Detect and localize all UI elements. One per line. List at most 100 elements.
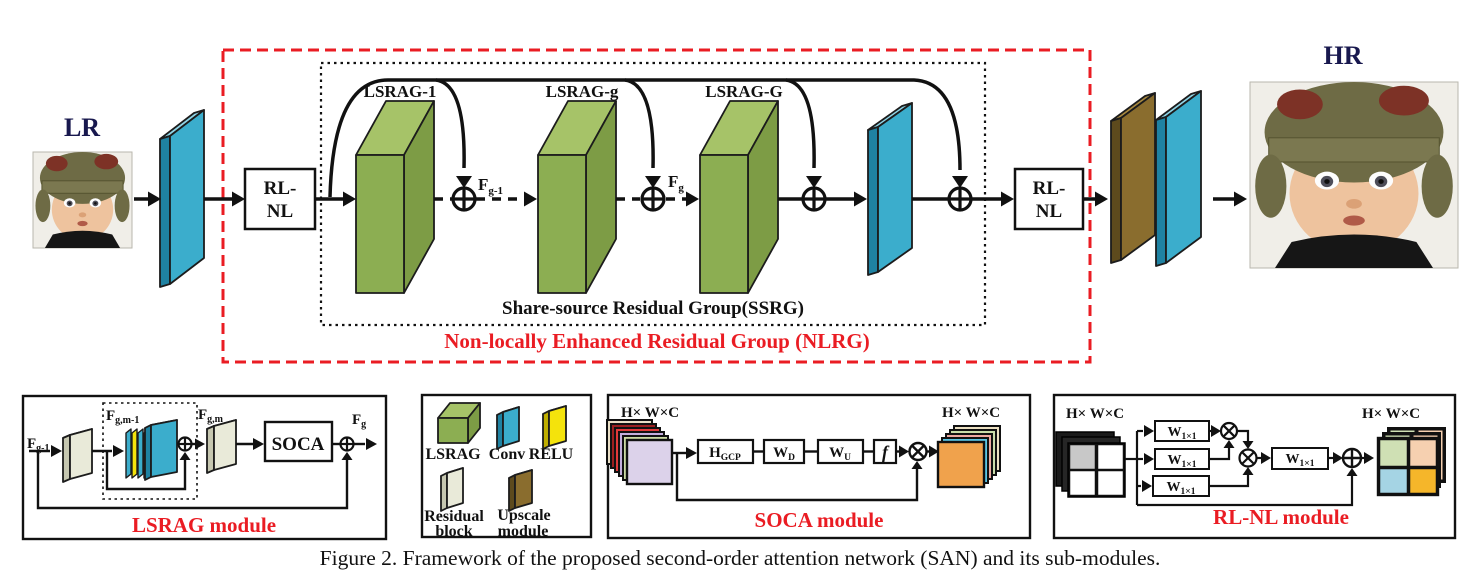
p1-residual-slab-1-face — [69, 428, 93, 480]
hr-image-part — [1378, 179, 1384, 184]
rlnl-out-cell-tl — [1379, 439, 1408, 467]
conv-slab-ssrg-face — [877, 102, 913, 273]
p1-fg-label: Fg — [352, 412, 366, 430]
lr-image-part — [77, 220, 88, 227]
skip-arrowhead-3 — [952, 176, 968, 188]
legend-conv-slab-face — [502, 406, 520, 447]
p1-ah-7 — [341, 452, 353, 460]
rlnl-product-node-2-d2 — [1241, 451, 1255, 465]
legend-upscale-slab-face — [514, 469, 533, 509]
rlnl-box-2 — [1013, 167, 1085, 231]
main-arrowhead-7 — [1095, 191, 1108, 207]
lsrag-G-label: LSRAG-G — [705, 82, 782, 101]
rlnl-in-cell-tl — [1069, 444, 1096, 470]
ssrg-dotted-box — [319, 61, 987, 327]
share-source-skip-line — [328, 78, 962, 198]
p1-ah-6 — [366, 438, 377, 450]
legend-upscale-label-line2: module — [498, 523, 549, 540]
lsrag-1-label: LSRAG-1 — [364, 82, 437, 101]
skip-arrowhead-2 — [806, 176, 822, 188]
lsrag-g-label: LSRAG-g — [546, 82, 619, 101]
lr-image-part — [41, 180, 124, 194]
rlnl2-label-line1: RL- — [1033, 178, 1066, 199]
text-layer: LR HR RL- NL RL- NL LSRAG-1 LSRAG-g LSRA… — [27, 41, 1420, 570]
wu-label: WU — [829, 445, 851, 463]
p1-residual-slab-2-face — [213, 419, 237, 471]
rlnl-box-1 — [243, 167, 317, 231]
main-arrowhead-0 — [148, 191, 161, 207]
conv-slab-input-side — [159, 135, 171, 288]
diagram-shapes — [32, 81, 1459, 512]
figure-caption: Figure 2. Framework of the proposed seco… — [320, 546, 1161, 570]
p3-ah-4 — [911, 461, 923, 469]
rlnl-module-title: RL-NL module — [1213, 505, 1349, 529]
p4-ah-10 — [1364, 452, 1374, 464]
p4-ah-7 — [1242, 467, 1254, 475]
w1x1-box-3 — [1152, 475, 1210, 497]
legend-lsrag-label: LSRAG — [425, 446, 481, 463]
hr-image-body — [1274, 234, 1434, 268]
p1-stack-front-conv-face — [150, 419, 178, 478]
p1-stack-layer-1 — [131, 428, 138, 479]
legend-residual-label-line1: Residual — [424, 508, 484, 525]
conv-slab-input-face — [169, 109, 205, 285]
rlnl-in-cell-tr — [1097, 444, 1124, 470]
soca-product-node-d2 — [911, 444, 925, 459]
main-arrowhead-2 — [343, 191, 356, 207]
p4-ah-1 — [1144, 425, 1154, 437]
p1-ah-5 — [253, 438, 264, 450]
hr-image-part — [1255, 154, 1287, 218]
lr-image — [32, 151, 133, 249]
rlnl1-label-line1: RL- — [264, 178, 297, 199]
main-arrowhead-8 — [1234, 191, 1247, 207]
lsrag-module-title: LSRAG module — [132, 513, 276, 537]
wd-box — [762, 438, 806, 465]
upscale-slab-face — [1120, 92, 1156, 261]
rlnl-out-cell-br — [1409, 468, 1437, 494]
w1x1-label-3: W1×1 — [1167, 480, 1196, 497]
p4-ah-11 — [1346, 468, 1358, 476]
lsrag-module-wires — [29, 442, 365, 510]
p3-ah-2 — [899, 445, 909, 458]
rlnl-dim-in-label: H× W×C — [1066, 406, 1124, 422]
main-arrowhead-1 — [232, 191, 245, 207]
skip-arrowhead-1 — [645, 176, 661, 188]
conv-slab-ssrg-side — [867, 126, 879, 276]
hr-label: HR — [1324, 41, 1363, 70]
rlnl-out-cell-tr — [1409, 439, 1437, 467]
lr-image-part — [94, 202, 97, 205]
rlnl1-label-line2: NL — [267, 201, 293, 222]
w1x1-box-4 — [1271, 447, 1329, 470]
p4-ah-3 — [1142, 480, 1152, 492]
legend-upscale-label-line1: Upscale — [497, 507, 550, 524]
p4-ah-9 — [1333, 452, 1343, 464]
p3-ah-3 — [929, 445, 939, 458]
soca-module-title: SOCA module — [755, 508, 884, 532]
lr-image-part — [45, 155, 68, 172]
p4-ah-2 — [1144, 453, 1154, 465]
wd-label: WD — [773, 445, 795, 463]
main-arrowhead-6 — [1001, 191, 1014, 207]
main-arrowhead-5 — [854, 191, 867, 207]
diagram-symbols — [51, 176, 1374, 492]
rlnl2-label-line2: NL — [1036, 201, 1062, 222]
hr-image-part — [1343, 215, 1365, 226]
p4-ah-8 — [1261, 452, 1271, 464]
fg1-flow-label: Fg-1 — [478, 175, 503, 197]
ssrg-label: Share-source Residual Group(SSRG) — [502, 298, 804, 319]
nlrg-dashed-box — [221, 48, 1092, 364]
lr-image-part — [35, 189, 51, 223]
p1-fg-prev-label: Fg-1 — [27, 436, 50, 454]
lsrag-block-1-face — [355, 154, 405, 294]
p1-ah-4 — [195, 438, 205, 450]
upscale-slab-side — [1110, 117, 1122, 264]
lr-label: LR — [64, 113, 100, 142]
rlnl-dim-out-label: H× W×C — [1362, 406, 1420, 422]
main-arrowhead-4 — [686, 191, 699, 207]
hr-image — [1249, 81, 1459, 269]
p1-stack-layer-2 — [137, 428, 144, 479]
hr-image-part — [1277, 89, 1323, 120]
p3-ah-1 — [686, 447, 697, 459]
soca-dim-in-label: H× W×C — [621, 405, 679, 421]
